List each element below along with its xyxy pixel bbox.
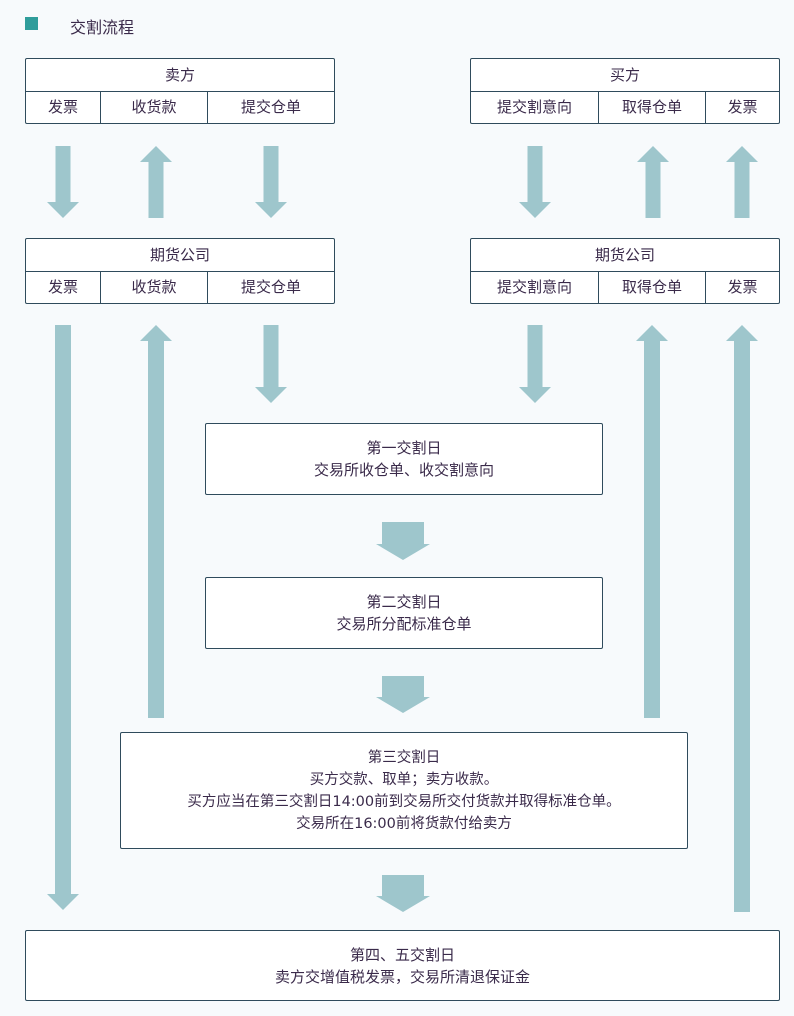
- buyer-broker-cell-intent: 提交割意向: [471, 272, 599, 303]
- day45-title: 第四、五交割日: [349, 945, 455, 964]
- buyer-broker-cell-invoice: 发票: [727, 278, 758, 296]
- seller-cell-receipt: 提交仓单: [240, 98, 301, 116]
- seller-warehouse-receipt-down-arrow-icon: [255, 146, 287, 218]
- day1-title: 第一交割日: [366, 439, 442, 457]
- day3-desc-3: 交易所在16:00前将货款付给卖方: [296, 815, 512, 832]
- buyer-broker-box: 期货公司 提交割意向 取得仓单 发票: [470, 238, 780, 304]
- buyer-cell-intent: 提交割意向: [471, 92, 599, 123]
- day2-title: 第二交割日: [366, 593, 442, 611]
- day2-to-day3-arrow-icon: [376, 676, 430, 713]
- seller-title: 卖方: [26, 59, 334, 92]
- buyer-box: 买方 提交割意向 取得仓单 发票: [470, 58, 780, 124]
- day3-desc-1: 买方交款、取单；卖方收款。: [309, 771, 499, 788]
- buyer-broker-title: 期货公司: [471, 239, 779, 272]
- buyer-title: 买方: [471, 59, 779, 92]
- broker-invoice-long-up-arrow-icon: [726, 325, 758, 912]
- seller-invoice-down-arrow-icon: [47, 146, 79, 218]
- seller-cell-payment: 收货款: [101, 92, 208, 123]
- day3-to-day45-arrow-icon: [376, 875, 430, 912]
- day3-title: 第三交割日: [367, 749, 441, 766]
- buyer-intent-down-arrow-icon: [519, 146, 551, 218]
- seller-broker-cell-invoice: 发票: [26, 272, 101, 303]
- seller-broker-box: 期货公司 发票 收货款 提交仓单: [25, 238, 335, 304]
- day3-box: 第三交割日 买方交款、取单；卖方收款。 买方应当在第三交割日14:00前到交易所…: [120, 732, 688, 849]
- buyer-receipt-up-arrow-icon: [637, 146, 669, 218]
- buyer-cell-receipt: 取得仓单: [599, 92, 706, 123]
- seller-broker-cell-payment: 收货款: [101, 272, 208, 303]
- day45-desc: 卖方交增值税发票，交易所清退保证金: [274, 967, 530, 986]
- buyer-cell-invoice: 发票: [727, 98, 758, 116]
- broker-intent-to-day1-arrow-icon: [519, 325, 551, 403]
- broker-receipt-to-day1-arrow-icon: [255, 325, 287, 403]
- day3-desc-2: 买方应当在第三交割日14:00前到交易所交付货款并取得标准仓单。: [187, 793, 621, 810]
- day1-box: 第一交割日 交易所收仓单、收交割意向: [205, 423, 603, 495]
- day1-desc: 交易所收仓单、收交割意向: [313, 461, 494, 479]
- broker-payment-long-up-arrow-icon: [140, 325, 172, 718]
- seller-broker-cell-receipt: 提交仓单: [240, 278, 301, 296]
- seller-payment-up-arrow-icon: [140, 146, 172, 218]
- day1-to-day2-arrow-icon: [376, 522, 430, 560]
- broker-receipt-long-up-arrow-icon: [636, 325, 668, 718]
- day2-box: 第二交割日 交易所分配标准仓单: [205, 577, 603, 649]
- day2-desc: 交易所分配标准仓单: [336, 615, 472, 633]
- day45-box: 第四、五交割日 卖方交增值税发票，交易所清退保证金: [25, 930, 780, 1001]
- seller-broker-title: 期货公司: [26, 239, 334, 272]
- buyer-broker-cell-receipt: 取得仓单: [599, 272, 706, 303]
- diagram-title: 交割流程: [70, 18, 135, 37]
- seller-cell-invoice: 发票: [26, 92, 101, 123]
- seller-box: 卖方 发票 收货款 提交仓单: [25, 58, 335, 124]
- broker-invoice-long-down-arrow-icon: [47, 325, 79, 910]
- legend-square-icon: [25, 17, 38, 30]
- buyer-invoice-up-arrow-icon: [726, 146, 758, 218]
